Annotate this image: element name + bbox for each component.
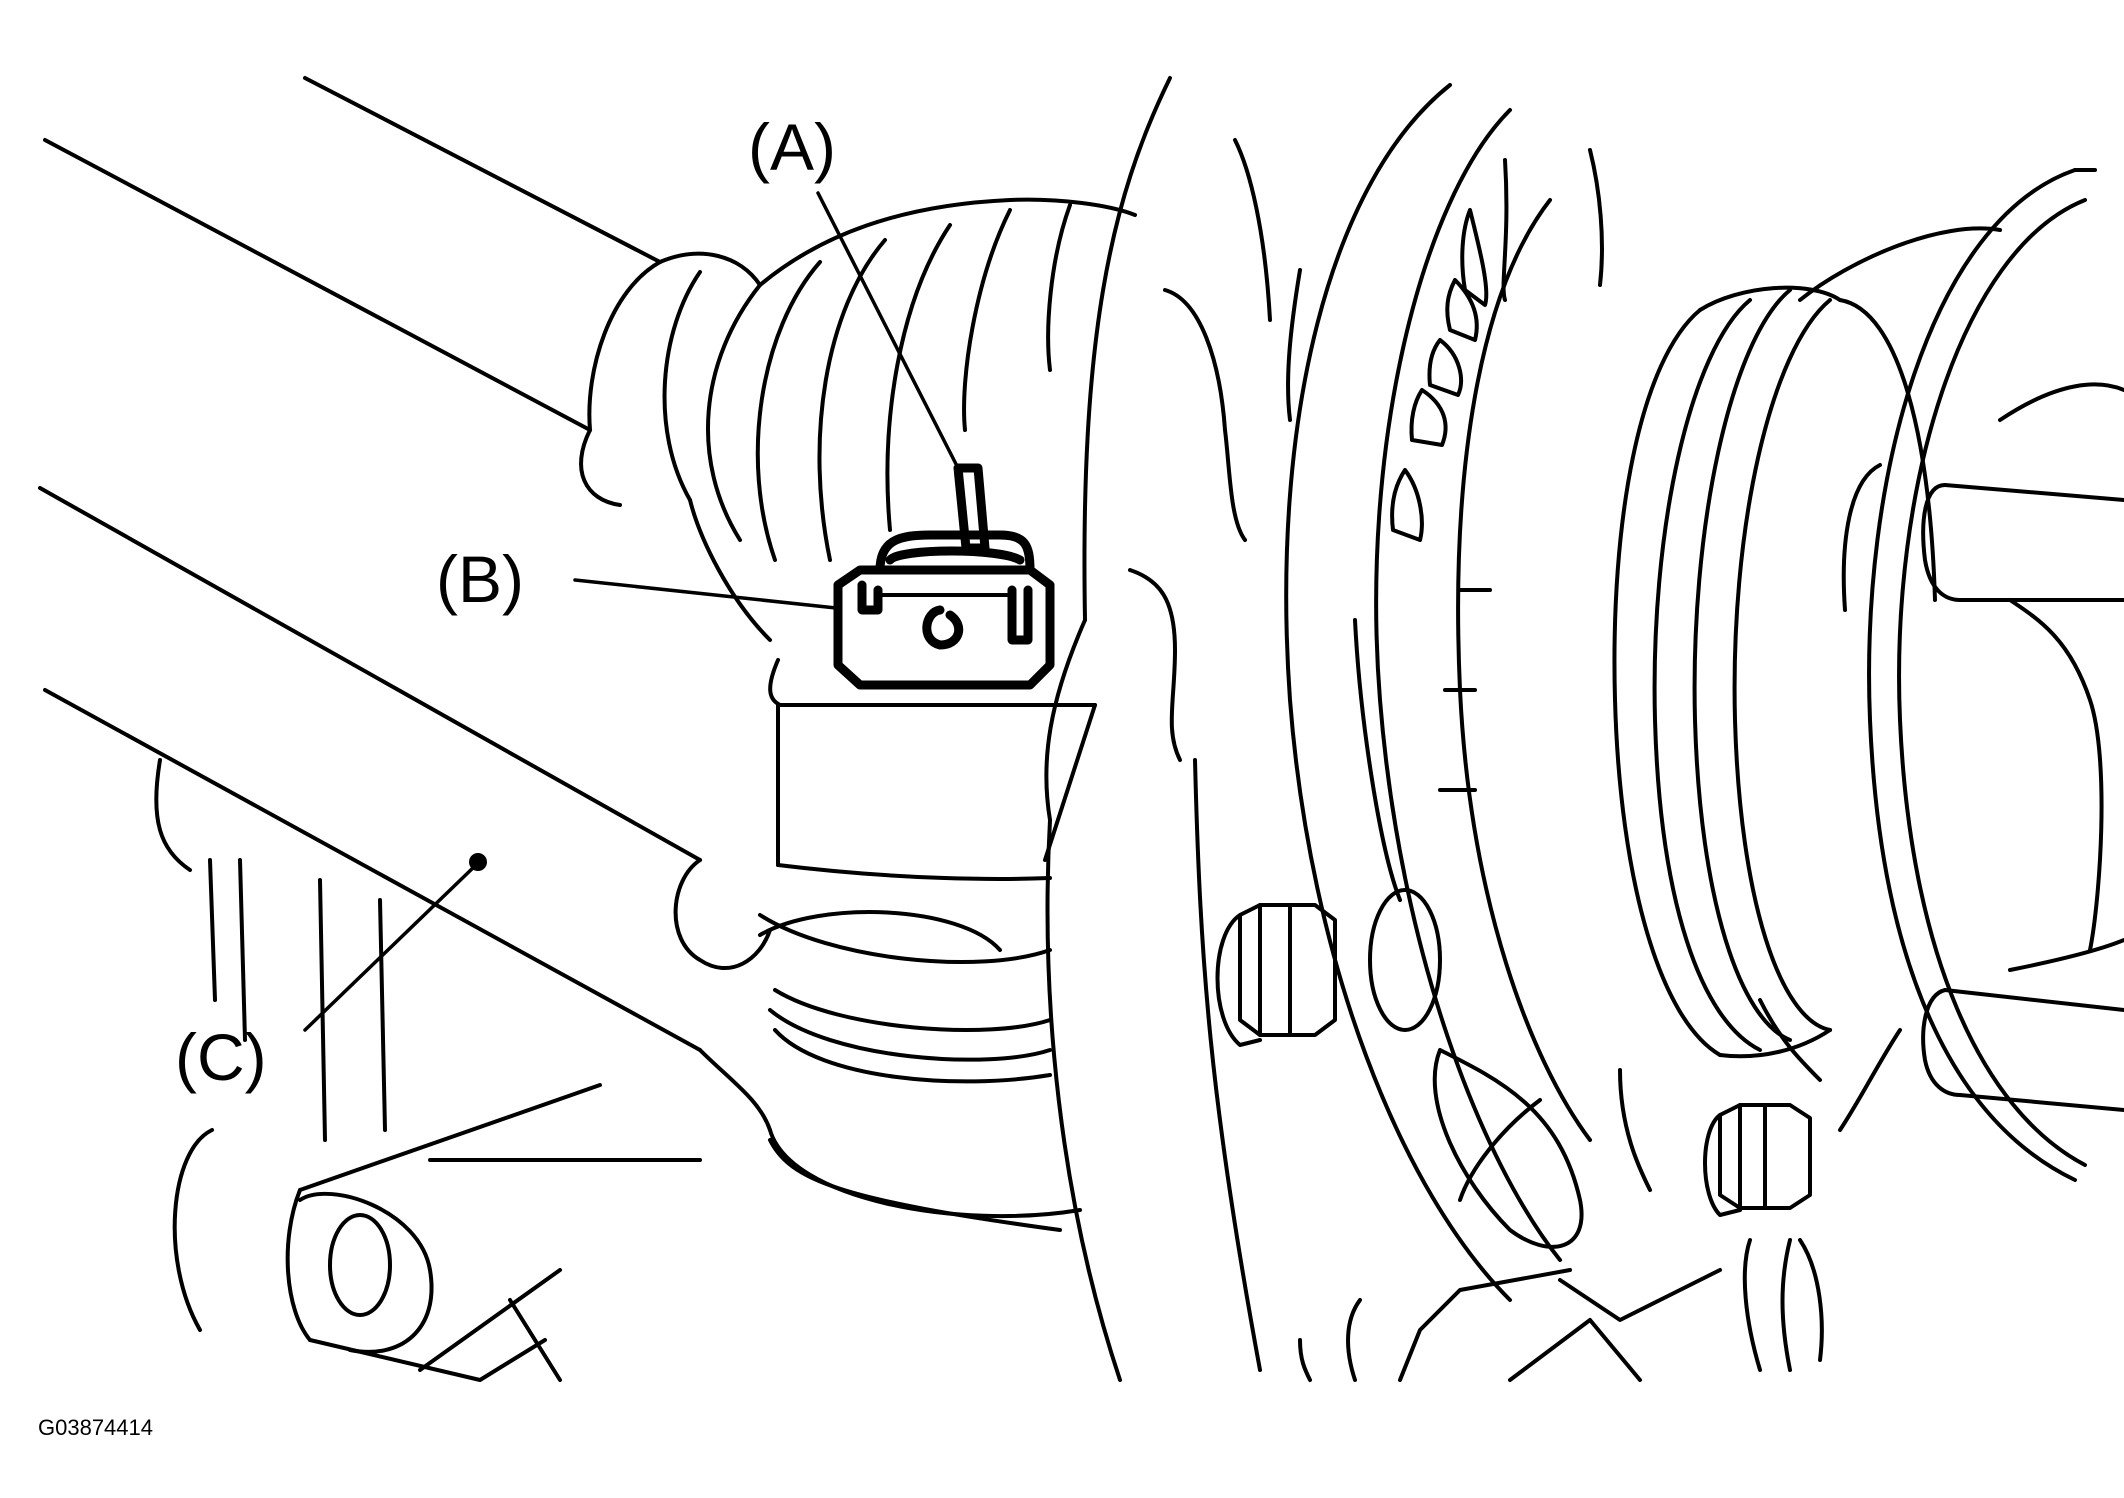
- callout-label-c: (C): [175, 1020, 267, 1094]
- drive-shaft: [43, 76, 762, 507]
- knuckle-bolt-left: [1215, 903, 1337, 1047]
- brake-rotor: [1284, 83, 1604, 1302]
- callout-label-a: (A): [748, 110, 836, 184]
- figure-id: G03874414: [38, 1415, 153, 1440]
- cv-boot: [662, 197, 1137, 642]
- callout-label-b: (B): [436, 542, 524, 616]
- leader-line-b: [573, 578, 838, 610]
- ball-joint-housing: [758, 658, 1097, 1232]
- hub-assembly: [1612, 285, 1937, 1132]
- castle-nut: [833, 530, 1055, 690]
- control-arm: [38, 486, 772, 1382]
- rotor-vents: [1390, 208, 1489, 542]
- hub-bolts-right: [1921, 483, 2124, 1112]
- leader-line-a: [816, 191, 960, 470]
- lower-bracket: [1346, 998, 1824, 1382]
- steering-knuckle: [1044, 76, 1312, 1382]
- leader-line-c: [303, 863, 478, 1032]
- leader-lines: [303, 191, 960, 1032]
- wheel-flange: [1798, 168, 2124, 1182]
- knuckle-bolt-right: [1703, 1103, 1812, 1217]
